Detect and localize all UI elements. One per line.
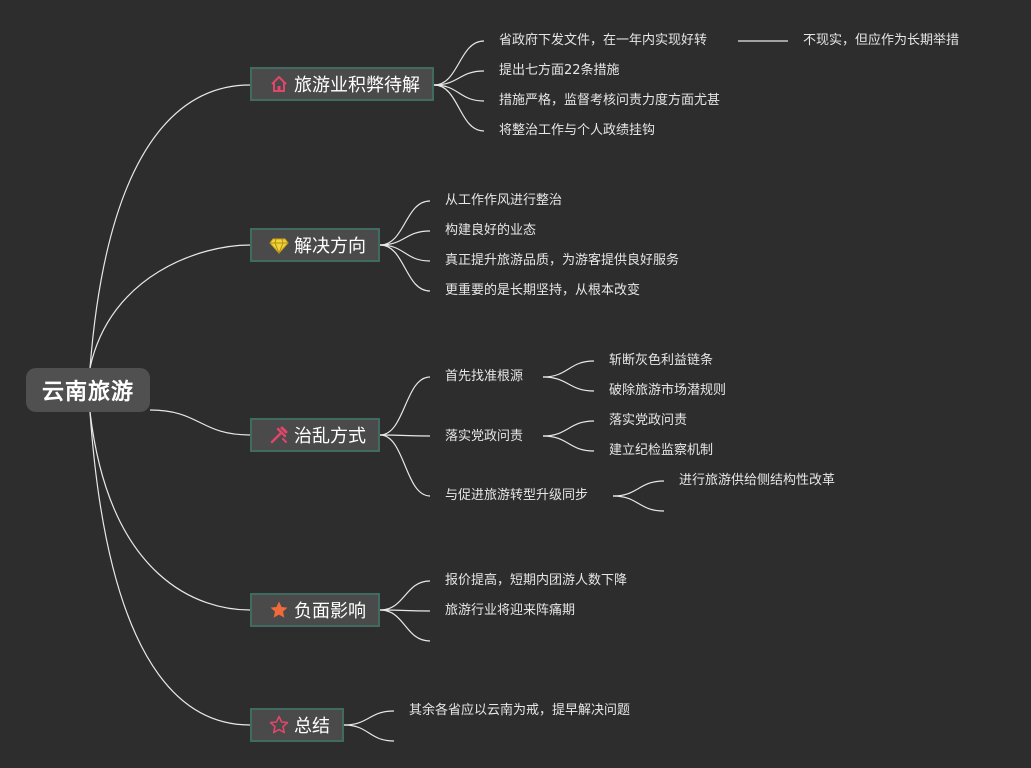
branch-label: 治乱方式 <box>294 426 366 447</box>
branch-link <box>343 710 395 726</box>
root-link <box>89 244 251 369</box>
branch-link <box>433 40 485 86</box>
branch-link <box>379 580 431 611</box>
sub-link <box>542 376 595 392</box>
branch-link <box>379 200 431 246</box>
leaf-item[interactable]: 落实党政问责 <box>445 429 524 444</box>
star-filled-icon <box>268 599 290 621</box>
leaf-item[interactable]: 从工作作风进行整治 <box>445 193 563 208</box>
branch-link <box>379 434 431 497</box>
root-link <box>149 409 251 436</box>
sub-link <box>542 360 595 378</box>
branch-governance-methods[interactable]: 治乱方式 <box>250 418 380 452</box>
leaf-item[interactable]: 将整治工作与个人政绩挂钩 <box>499 123 656 138</box>
sub-leaf-item[interactable]: 破除旅游市场潜规则 <box>609 383 727 398</box>
leaf-note[interactable]: 不现实，但应作为长期举措 <box>803 33 960 48</box>
branch-summary[interactable]: 总结 <box>250 708 344 742</box>
house-icon <box>268 73 290 95</box>
leaf-item[interactable]: 报价提高，短期内团游人数下降 <box>445 573 628 588</box>
branch-link <box>379 244 431 292</box>
root-link <box>89 84 251 369</box>
branch-label: 旅游业积弊待解 <box>294 75 420 96</box>
leaf-item[interactable]: 其余各省应以云南为戒，提早解决问题 <box>409 703 631 718</box>
branch-link <box>379 609 431 642</box>
branch-link <box>433 84 485 102</box>
leaf-item[interactable]: 构建良好的业态 <box>445 223 537 238</box>
branch-link <box>343 724 395 742</box>
branch-link <box>379 244 431 262</box>
root-link <box>89 411 251 611</box>
branch-label: 解决方向 <box>294 236 366 257</box>
root-topic[interactable]: 云南旅游 <box>26 368 150 412</box>
sub-leaf-item[interactable]: 落实党政问责 <box>609 413 688 428</box>
sub-link <box>612 495 665 512</box>
branch-link <box>379 376 431 436</box>
leaf-item[interactable]: 措施严格，监督考核问责力度方面尤甚 <box>499 93 721 108</box>
leaf-item[interactable]: 真正提升旅游品质，为游客提供良好服务 <box>445 253 680 268</box>
root-link <box>89 411 251 726</box>
leaf-item[interactable]: 提出七方面22条措施 <box>499 63 620 78</box>
sub-link <box>542 435 595 452</box>
branch-tourism-problems[interactable]: 旅游业积弊待解 <box>250 67 434 101</box>
sub-leaf-item[interactable]: 进行旅游供给侧结构性改革 <box>679 473 836 488</box>
branch-link <box>379 434 431 437</box>
star-outline-icon <box>268 714 290 736</box>
leaf-item[interactable]: 更重要的是长期坚持，从根本改变 <box>445 283 641 298</box>
tools-icon <box>268 424 290 446</box>
sub-leaf-item[interactable]: 建立纪检监察机制 <box>609 443 714 458</box>
leaf-item[interactable]: 首先找准根源 <box>445 369 524 384</box>
branch-negative-impact[interactable]: 负面影响 <box>250 593 380 627</box>
leaf-item[interactable]: 省政府下发文件，在一年内实现好转 <box>499 33 708 48</box>
branch-solution-direction[interactable]: 解决方向 <box>250 228 380 262</box>
branch-label: 负面影响 <box>294 601 366 622</box>
diamond-icon <box>268 234 290 256</box>
branch-link <box>433 70 485 86</box>
branch-link <box>433 84 485 132</box>
sub-leaf-item[interactable]: 斩断灰色利益链条 <box>609 353 714 368</box>
leaf-item[interactable]: 旅游行业将迎来阵痛期 <box>445 603 576 618</box>
sub-link <box>612 480 665 497</box>
sub-link <box>542 420 595 437</box>
branch-label: 总结 <box>294 716 330 737</box>
leaf-item[interactable]: 与促进旅游转型升级同步 <box>445 488 589 503</box>
branch-link <box>379 230 431 246</box>
